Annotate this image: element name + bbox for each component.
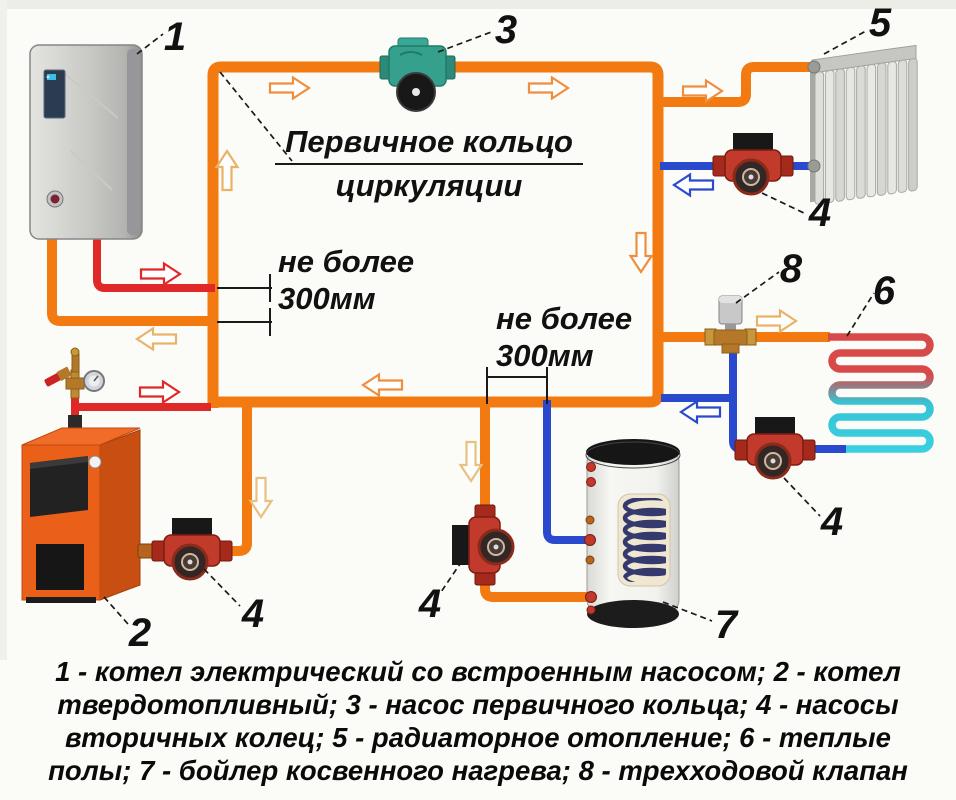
flow-arrow-left: [672, 173, 715, 197]
annotation-line2: циркуляции: [335, 168, 523, 203]
electric-boiler: [29, 44, 143, 240]
indirect-water-heater: [584, 439, 681, 628]
label-radiator-pump: 4: [808, 191, 831, 235]
label-floor-pump: 4: [820, 500, 843, 544]
label-primary-pump: 3: [495, 8, 517, 52]
flow-arrow-down: [459, 440, 483, 483]
label-indirect-boiler: 7: [715, 603, 739, 647]
flow-arrow-down: [629, 231, 653, 274]
electric-boiler-supply-pipe: [93, 238, 215, 292]
flow-arrow-right: [268, 76, 311, 100]
primary-ring-pipe: [207, 61, 664, 408]
dim1-line1: не более: [278, 244, 415, 279]
flow-arrow-right: [527, 76, 570, 100]
dimension-note-1: не более 300мм: [278, 243, 414, 317]
floor-heating-coil: [828, 333, 934, 453]
solid-fuel-return-pipe: [156, 400, 252, 556]
solid-fuel-supply-pipe: [71, 394, 211, 426]
annotation-line1: Первичное кольцо: [275, 124, 583, 165]
heat-exchanger-coil: [622, 498, 666, 582]
indirect-boiler-circuit-pump: [450, 503, 515, 587]
label-solid-fuel-pump: 4: [241, 592, 264, 636]
safety-group-valve: [44, 347, 105, 399]
flow-arrow-left: [679, 400, 722, 424]
legend: 1 - котел электрический со встроенным на…: [28, 655, 928, 787]
flow-arrow-down: [249, 476, 273, 519]
flow-arrow-right: [139, 262, 182, 286]
dim1-line2: 300мм: [278, 281, 376, 316]
label-three-way-valve: 8: [780, 247, 803, 291]
flow-arrow-left: [135, 327, 178, 351]
label-indirect-pump: 4: [418, 582, 441, 626]
photo-edge-left: [0, 0, 7, 660]
flow-arrow-up: [215, 149, 239, 192]
leader-lines: [103, 30, 875, 625]
flow-arrow-right: [755, 309, 798, 333]
flow-arrow-right: [138, 380, 181, 404]
dim2-line2: 300мм: [496, 338, 594, 373]
dim2-line1: не более: [496, 301, 633, 336]
dimension-note-2: не более 300мм: [496, 300, 632, 374]
flow-arrow-left: [361, 373, 404, 397]
three-way-valve: [704, 295, 757, 354]
photo-edge-top: [0, 0, 956, 9]
primary-ring-annotation: Первичное кольцо циркуляции: [266, 124, 592, 204]
radiator: [807, 44, 918, 205]
indirect-boiler-supply-pipe: [480, 400, 594, 602]
label-electric-boiler: 1: [164, 15, 186, 59]
solid-fuel-circuit-pump: [150, 516, 234, 581]
label-solid-fuel-boiler: 2: [128, 611, 151, 655]
solid-fuel-boiler: [21, 415, 159, 603]
radiator-supply-pipe: [656, 62, 816, 107]
floor-circuit-pump: [733, 415, 817, 480]
legend-line4: полы; 7 - бойлер косвенного нагрева; 8 -…: [48, 755, 908, 786]
radiator-circuit-pump: [711, 131, 795, 196]
label-floor-heating: 6: [873, 269, 896, 313]
label-radiator: 5: [869, 1, 892, 45]
primary-circulation-pump: [379, 37, 456, 112]
legend-line1: 1 - котел электрический со встроенным на…: [55, 656, 901, 687]
legend-line2: твердотопливный; 3 - насос первичного ко…: [57, 689, 899, 720]
electric-boiler-return-pipe: [47, 238, 215, 326]
dimension-marks: [217, 274, 548, 404]
indirect-boiler-return-pipe: [543, 400, 591, 544]
legend-line3: вторичных колец; 5 - радиаторное отоплен…: [65, 722, 891, 753]
